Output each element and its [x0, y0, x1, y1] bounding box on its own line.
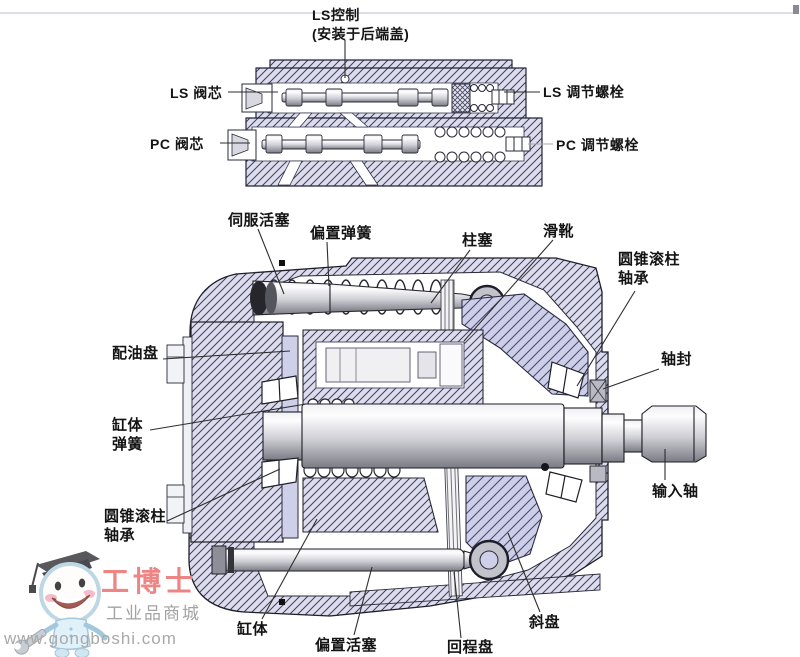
label-bearing-left-line2: 轴承	[104, 527, 136, 544]
pc-adjust-screw	[505, 136, 531, 152]
retainer-upper	[440, 279, 455, 335]
label-bearing-left-line1: 圆锥滚柱	[104, 508, 167, 525]
taper-bearing	[261, 361, 585, 503]
label-bias-piston: 偏置活塞	[315, 637, 378, 654]
ls-spool-part	[281, 88, 449, 107]
label-cyl-spring-line2: 弹簧	[112, 436, 144, 453]
ls-spring	[470, 84, 494, 112]
wrench-icon	[14, 628, 47, 655]
pc-end-plug	[227, 129, 257, 161]
fastener-dots	[279, 260, 285, 605]
bias-piston-part	[211, 539, 510, 581]
label-bearing-right: 圆锥滚柱 轴承	[618, 250, 680, 288]
label-ls-control-line1: LS控制	[312, 7, 360, 23]
servo-piston-part	[250, 280, 331, 316]
watermark-url: www.gongboshi.com	[4, 629, 177, 648]
label-shaft-seal: 轴封	[661, 351, 693, 368]
ls-spring-seat	[451, 83, 471, 113]
shaft-seal-part	[589, 379, 607, 483]
label-plunger: 柱塞	[462, 232, 494, 249]
pc-spool-part	[261, 134, 421, 154]
label-bearing-right-line1: 圆锥滚柱	[618, 251, 681, 268]
leader-lines	[149, 40, 666, 639]
valve-channels	[277, 112, 379, 186]
label-ls-control: LS控制 (安装于后端盖)	[312, 6, 409, 44]
watermark-brand: 工博士	[101, 566, 198, 597]
label-input-shaft: 输入轴	[652, 483, 699, 500]
label-cylinder: 缸体	[237, 621, 269, 638]
label-valve-plate: 配油盘	[112, 345, 159, 362]
label-bias-spring: 偏置弹簧	[310, 225, 373, 242]
gongboshi-mascot	[14, 551, 108, 657]
label-pc-spool: PC 阀芯	[150, 136, 204, 152]
top-rule	[0, 5, 799, 14]
label-return-plate: 回程盘	[447, 639, 494, 656]
label-bearing-right-line2: 轴承	[618, 270, 650, 287]
cover-bolt	[166, 344, 185, 524]
label-ls-control-line2: (安装于后端盖)	[312, 26, 410, 42]
label-ls-spool: LS 阀芯	[170, 85, 223, 101]
label-cyl-spring-line1: 缸体	[112, 417, 144, 434]
label-servo-piston: 伺服活塞	[228, 212, 291, 229]
watermark-tagline: 工业品商城	[106, 604, 201, 623]
main-shaft	[262, 403, 707, 469]
shaft-detent	[541, 463, 549, 471]
cylinder-block-lower	[302, 477, 439, 533]
housing-floor	[349, 573, 601, 607]
ls-end-plug	[241, 83, 273, 113]
label-cyl-spring: 缸体 弹簧	[112, 416, 143, 454]
pc-spring	[434, 126, 506, 163]
label-slipper: 滑靴	[543, 223, 575, 240]
label-pc-adjust: PC 调节螺栓	[556, 137, 639, 153]
ls-adjust-screw	[491, 89, 515, 105]
label-ls-adjust: LS 调节螺栓	[543, 84, 625, 100]
label-swash-plate: 斜盘	[529, 614, 561, 631]
label-bearing-left: 圆锥滚柱 轴承	[104, 507, 166, 545]
valve-body	[245, 59, 543, 187]
cylinder-block-upper	[302, 329, 484, 415]
